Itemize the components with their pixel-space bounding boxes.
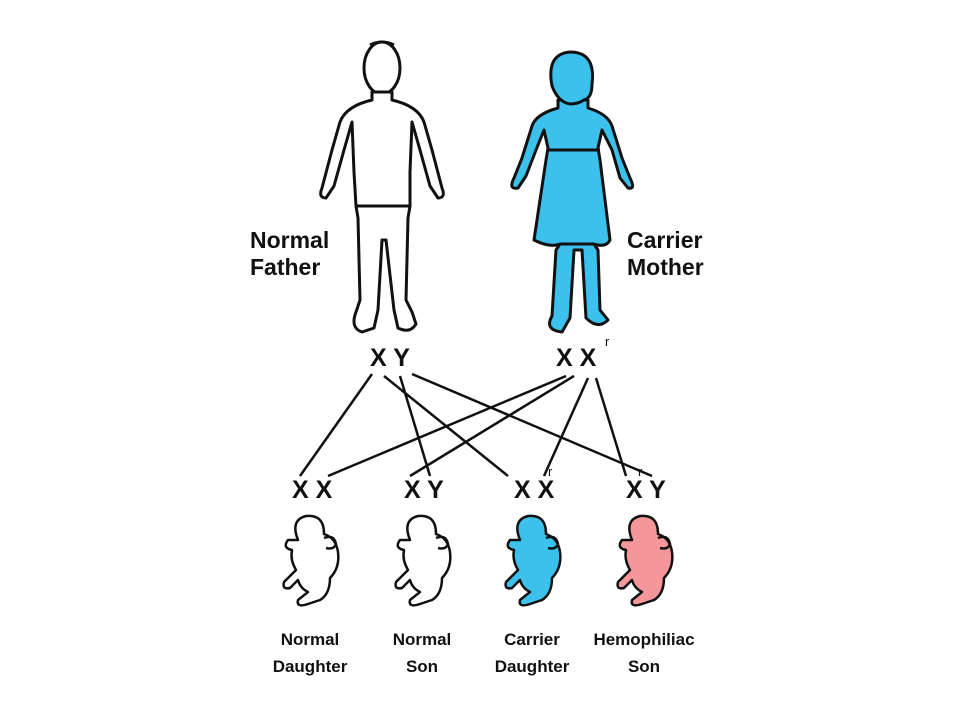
child-allele-2: X (308, 476, 333, 504)
line-mother-x-to-child2 (409, 374, 575, 478)
father-label-line2: Father (250, 254, 321, 280)
mother-figure (510, 50, 635, 334)
child-allele-1: X (514, 476, 531, 504)
child-allele-superscript-3: r (548, 464, 553, 479)
child-figure-1 (282, 514, 340, 607)
child-label-line1: Carrier (504, 630, 560, 649)
child-allele-1: X (292, 476, 309, 504)
inheritance-lines (298, 372, 653, 478)
child-label-line1: Hemophiliac (593, 630, 695, 649)
mother-allele-2: X (579, 344, 597, 372)
line-father-y-to-child4 (411, 372, 653, 478)
child-allele-1: X (404, 476, 421, 504)
line-mother-x-to-child1 (327, 374, 567, 478)
child-arm-3 (545, 535, 560, 550)
children-figures (282, 514, 674, 607)
child-label-line2: Daughter (272, 657, 348, 676)
child-allele-2: Y (420, 476, 444, 504)
mother-allele-1: X (556, 344, 573, 372)
mother-allele-superscript: r (605, 334, 610, 349)
child-figure-4 (616, 514, 674, 607)
line-father-x-to-child1 (298, 373, 374, 477)
child-figure-3 (504, 514, 562, 607)
father-allele-1: X (370, 344, 387, 372)
child-allele-1: X (626, 476, 643, 504)
child-label-line1: Normal (392, 630, 452, 649)
mother-label-line1: Carrier (627, 227, 703, 253)
child-label-line2: Son (627, 657, 661, 676)
child-label-line2: Daughter (494, 657, 570, 676)
mother-label-line2: Mother (627, 254, 704, 280)
father-label: Normal Father (250, 227, 329, 281)
father-label-line1: Normal (250, 227, 330, 253)
father-figure (319, 40, 445, 334)
child-allele-2: X (530, 476, 555, 504)
child-genotype-3: X X (514, 476, 554, 505)
line-mother-xr-to-child4 (594, 377, 628, 477)
child-allele-superscript-4: r (638, 464, 643, 479)
line-mother-xr-to-child3 (542, 377, 590, 477)
father-genotype: X Y (370, 344, 410, 373)
mother-genotype: X X (556, 344, 596, 373)
child-figure-2 (394, 514, 452, 607)
child-genotype-4: X Y (626, 476, 666, 505)
child-arm-2 (435, 535, 450, 550)
child-allele-2: Y (642, 476, 666, 504)
child-arm-4 (657, 535, 672, 550)
child-genotype-2: X Y (404, 476, 444, 505)
mother-label: Carrier Mother (627, 227, 704, 281)
child-label-line2: Son (405, 657, 439, 676)
father-allele-2: Y (393, 344, 410, 372)
child-arm-1 (323, 535, 338, 550)
child-genotype-1: X X (292, 476, 332, 505)
child-label-line1: Normal (280, 630, 340, 649)
line-father-y-to-child2 (398, 375, 432, 477)
